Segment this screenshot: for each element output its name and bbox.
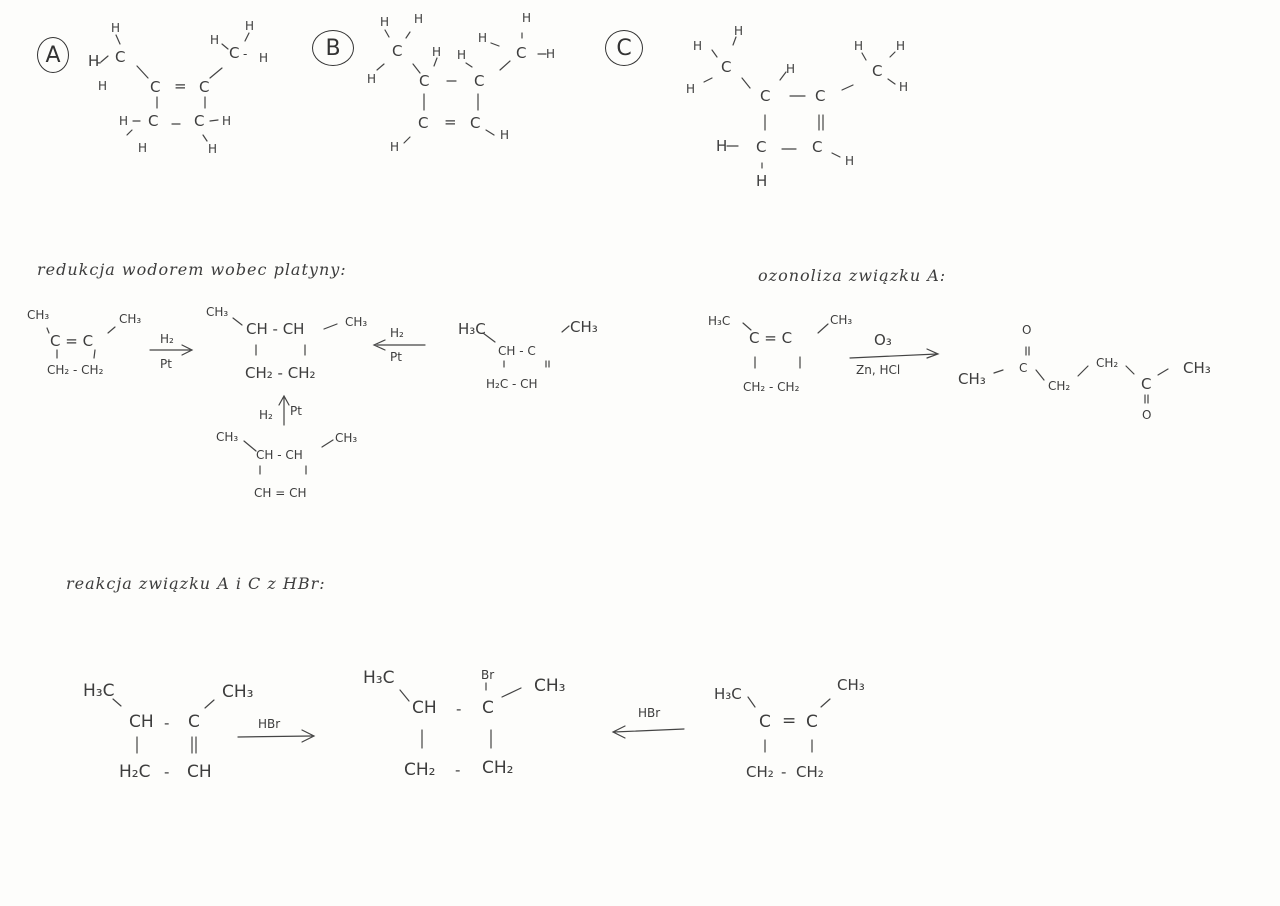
bond-dash: -: [243, 47, 248, 61]
atom-h: H: [854, 39, 864, 53]
section-title: redukcja wodorem wobec platyny:: [37, 260, 347, 279]
atom-c: C: [812, 138, 823, 156]
atom-c: C: [474, 72, 485, 90]
atom-c: C: [150, 78, 161, 96]
atom-c: C: [756, 138, 767, 156]
atom-c: C: [419, 72, 430, 90]
atom-h: H: [111, 21, 121, 35]
atom-c-methyl: C: [115, 48, 126, 66]
atom-h: H: [845, 154, 855, 168]
atom-h: H: [390, 140, 400, 154]
atom-h: H: [210, 33, 220, 47]
atom-h: H: [786, 62, 796, 76]
atom-c: C: [815, 87, 826, 105]
atom-h: H: [222, 114, 232, 128]
atom-h: H: [896, 39, 906, 53]
reagent-hbr: HBr: [638, 706, 661, 720]
atom-h: H: [899, 80, 909, 94]
atom-h: H: [367, 72, 377, 86]
reagent-o3: O₃: [874, 331, 892, 349]
catalyst-pt: Pt: [290, 404, 302, 418]
reagent-h2: H₂: [390, 326, 404, 340]
atom-h: H: [414, 12, 424, 26]
reagent-h2: H₂: [160, 332, 174, 346]
atom-h: H: [478, 31, 488, 45]
atom-h: H: [138, 141, 148, 155]
atom-c-methyl: C: [516, 44, 527, 62]
compound-c-label: C: [605, 30, 643, 66]
reagent-h2: H₂: [259, 408, 273, 422]
atom-h: H: [522, 11, 532, 25]
reagent-zn-hcl: Zn, HCl: [856, 363, 901, 377]
atom-c: C: [148, 112, 159, 130]
catalyst-pt: Pt: [390, 350, 402, 364]
atom-h: H: [245, 19, 255, 33]
atom-c: C: [418, 114, 429, 132]
section-title: reakcja związku A i C z HBr:: [66, 574, 326, 593]
atom-h: H: [88, 52, 100, 70]
atom-h: H: [693, 39, 703, 53]
compound-a-label: A: [37, 37, 69, 73]
reagent-hbr: HBr: [258, 717, 281, 731]
section-title: ozonoliza związku A:: [758, 266, 947, 285]
atom-c-methyl: C: [721, 58, 732, 76]
atom-h: H: [546, 47, 556, 61]
atom-h: H: [716, 137, 728, 155]
atom-h: H: [686, 82, 696, 96]
bond-double: =: [174, 77, 187, 95]
atom-c: C: [199, 78, 210, 96]
atom-c-methyl: C: [229, 44, 240, 62]
bond-double: =: [444, 113, 457, 131]
atom-h: H: [734, 24, 744, 38]
atom-h: H: [208, 142, 218, 156]
compound-b-label: B: [312, 30, 354, 66]
atom-c: C: [760, 87, 771, 105]
atom-c: C: [194, 112, 205, 130]
atom-h: H: [756, 172, 768, 190]
atom-h: H: [457, 48, 467, 62]
atom-h: H: [259, 51, 269, 65]
catalyst-pt: Pt: [160, 357, 172, 371]
atom-h: H: [380, 15, 390, 29]
atom-c-methyl: C: [392, 42, 403, 60]
atom-h: H: [119, 114, 129, 128]
atom-h: H: [98, 79, 108, 93]
atom-c: C: [470, 114, 481, 132]
atom-h: H: [432, 45, 442, 59]
bond-dash: -: [96, 53, 102, 71]
atom-c-methyl: C: [872, 62, 883, 80]
atom-h: H: [500, 128, 510, 142]
